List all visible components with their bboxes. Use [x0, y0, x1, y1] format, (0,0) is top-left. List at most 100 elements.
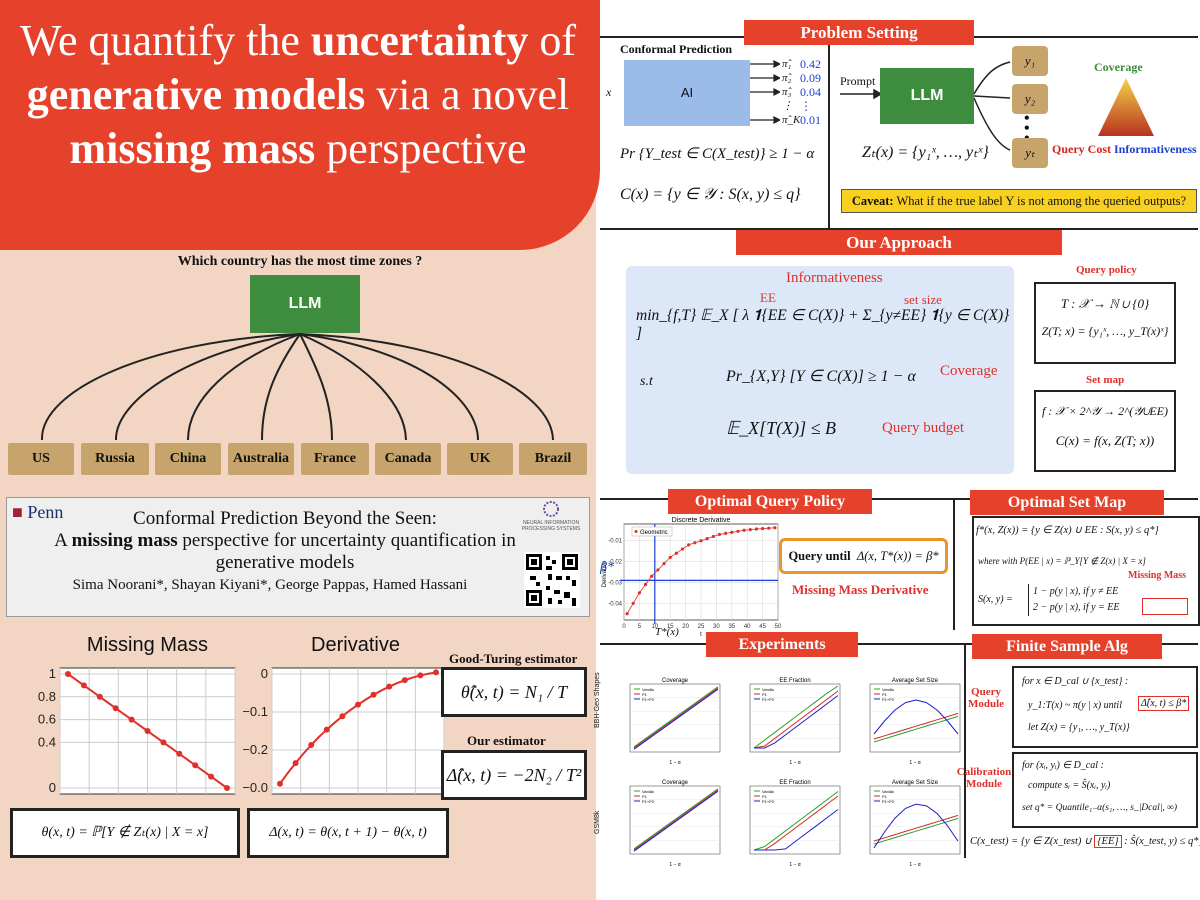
optimal-set-map-box	[972, 516, 1200, 626]
mm-ytick: 1	[49, 666, 56, 681]
c-line-1: for (xᵢ, yᵢ) ∈ D_cal :	[1022, 760, 1104, 771]
dd-point	[637, 591, 641, 595]
exp-series-line	[633, 686, 719, 748]
policy-formula-1: T : 𝒳 → ℕ ∪ {0}	[1060, 296, 1150, 311]
dd-xtick: 20	[682, 624, 689, 630]
exp-series-line	[753, 690, 839, 749]
exp-plot-title: Average Set Size	[892, 780, 939, 786]
exp-legend-label: Vanilla	[762, 789, 774, 794]
dd-point	[656, 568, 660, 572]
missing-mass-plot-title: Missing Mass	[86, 634, 209, 656]
dd-xtick: 35	[728, 624, 735, 630]
dd-xtick: 10	[651, 624, 658, 630]
missing-mass-annotation: Missing Mass	[1128, 570, 1187, 581]
dd-xtick: 30	[713, 624, 720, 630]
exp-plot-title: EE Fraction	[779, 678, 810, 684]
final-set-formula: C(x_test) = {y ∈ Z(x_test) ∪ {EE} : Ŝ(x_…	[970, 835, 1200, 848]
exp-series-line	[753, 791, 839, 851]
c-line-3: set q* = Quantile₁₋α(s₁, …, s_|Dcal|, ∞)	[1022, 803, 1178, 813]
demo-arcs	[40, 333, 554, 441]
q-until-highlight: Δ̂(x, t) ≤ β*	[1138, 696, 1190, 711]
mm-point	[128, 716, 135, 723]
exp-series-line	[633, 688, 719, 750]
dd-point	[662, 562, 666, 566]
derivative-formula: Δ(x, t) = θ(x, t + 1) − θ(x, t)	[247, 808, 449, 858]
conformal-prediction-label: Conformal Prediction	[620, 42, 733, 56]
exp-legend-label: Vanilla	[642, 789, 654, 794]
der-point	[355, 701, 361, 708]
exp-series-line	[633, 788, 719, 850]
our-approach-heading: Our Approach	[736, 230, 1062, 255]
paper-authors: Sima Noorani*, Shayan Kiyani*, George Pa…	[72, 577, 468, 593]
q-line-2: y_1:T(x) ~ π(y | x) until	[1028, 700, 1122, 711]
dd-xtick: 15	[667, 624, 674, 630]
country-canada: Canada	[375, 443, 441, 475]
dd-legend: Geometric	[640, 530, 668, 536]
dd-ytick: -0.02	[608, 560, 622, 566]
optimal-f-formula: f*(x, Z(x)) = {y ∈ Z(x) ∪ EE : S(x, y) ≤…	[976, 525, 1159, 536]
exp-legend-label: P1+P2	[762, 799, 775, 804]
dd-point	[631, 601, 635, 605]
where-ee-formula: where with P(EE | x) = ℙ_Y[Y ∉ Z(x) | X …	[978, 556, 1146, 566]
exp-plot-title: Coverage	[662, 780, 689, 786]
optimal-set-map-ribbon: Optimal Set Map	[970, 490, 1164, 515]
dd-xtick: 45	[759, 624, 766, 630]
dd-point	[761, 526, 765, 531]
dd-xtick: 50	[775, 624, 782, 630]
mm-point	[160, 739, 167, 746]
mm-point	[144, 728, 151, 734]
output-y1: y₁	[1012, 46, 1048, 76]
optimal-query-policy-heading: Optimal Query Policy	[668, 489, 872, 514]
country-russia: Russia	[81, 443, 149, 475]
exp-series-line	[873, 817, 959, 845]
set-size-annotation: set size	[904, 292, 942, 307]
dd-point	[742, 528, 746, 532]
exp-legend-label: P1	[642, 692, 648, 697]
dd-ylabel: Derivative	[602, 560, 608, 587]
dd-point	[736, 529, 740, 533]
der-ytick: −0.0	[242, 780, 268, 795]
experiments-heading: Experiments	[706, 632, 858, 657]
problem-divider	[828, 36, 830, 228]
exp-plot-title: Coverage	[662, 678, 689, 684]
informativeness-label: Informativeness	[1114, 142, 1197, 156]
headline-text: We quantify the uncertainty of generativ…	[19, 16, 577, 173]
query-set-formula: Zₜ(x) = {y₁ˣ, …, yₜˣ}	[862, 144, 989, 161]
policy-formula-2: Z(T; x) = {y₁ˣ, …, y_T(x)ˣ}	[1041, 324, 1169, 338]
country-france: France	[301, 443, 369, 475]
der-point	[386, 683, 393, 690]
query-budget-annotation: Query budget	[882, 420, 965, 436]
set-map-label: Set map	[1086, 374, 1125, 386]
experiments-divider	[964, 643, 966, 858]
qr-code-icon[interactable]	[524, 552, 580, 608]
dd-ytick: -0.03	[608, 580, 622, 586]
calibration-module-label: Calibration Module	[956, 766, 1012, 790]
exp-legend-label: P1	[882, 794, 888, 799]
dd-plot-title: Discrete Derivative	[672, 517, 731, 524]
der-point	[401, 677, 408, 684]
dd-xtick: 5	[638, 624, 642, 630]
score-lhs: S(x, y) =	[978, 594, 1013, 605]
prompt-label: Prompt	[840, 74, 876, 88]
output-yt: yₜ	[1012, 138, 1048, 168]
der-ytick: −0.2	[242, 742, 268, 757]
exp-legend-label: P1+P2	[882, 697, 895, 702]
dd-xlabel: t	[700, 632, 702, 638]
budget-constraint: 𝔼_X[T(X)] ≤ B	[726, 418, 837, 438]
exp-series-line	[873, 803, 959, 849]
problem-setting-heading: Problem Setting	[744, 20, 974, 45]
mm-point	[224, 785, 230, 791]
dd-point	[724, 531, 728, 535]
country-china: China	[155, 443, 221, 475]
mm-derivative-label: Missing Mass Derivative	[792, 582, 929, 597]
c-line-2: compute sᵢ = Ŝ(xᵢ, yᵢ)	[1028, 780, 1111, 791]
exp-legend-label: P1+P2	[762, 697, 775, 702]
missing-mass-plot: 10.80.60.40	[38, 666, 236, 795]
row-label-gsm8k: GSM8k	[594, 810, 601, 834]
